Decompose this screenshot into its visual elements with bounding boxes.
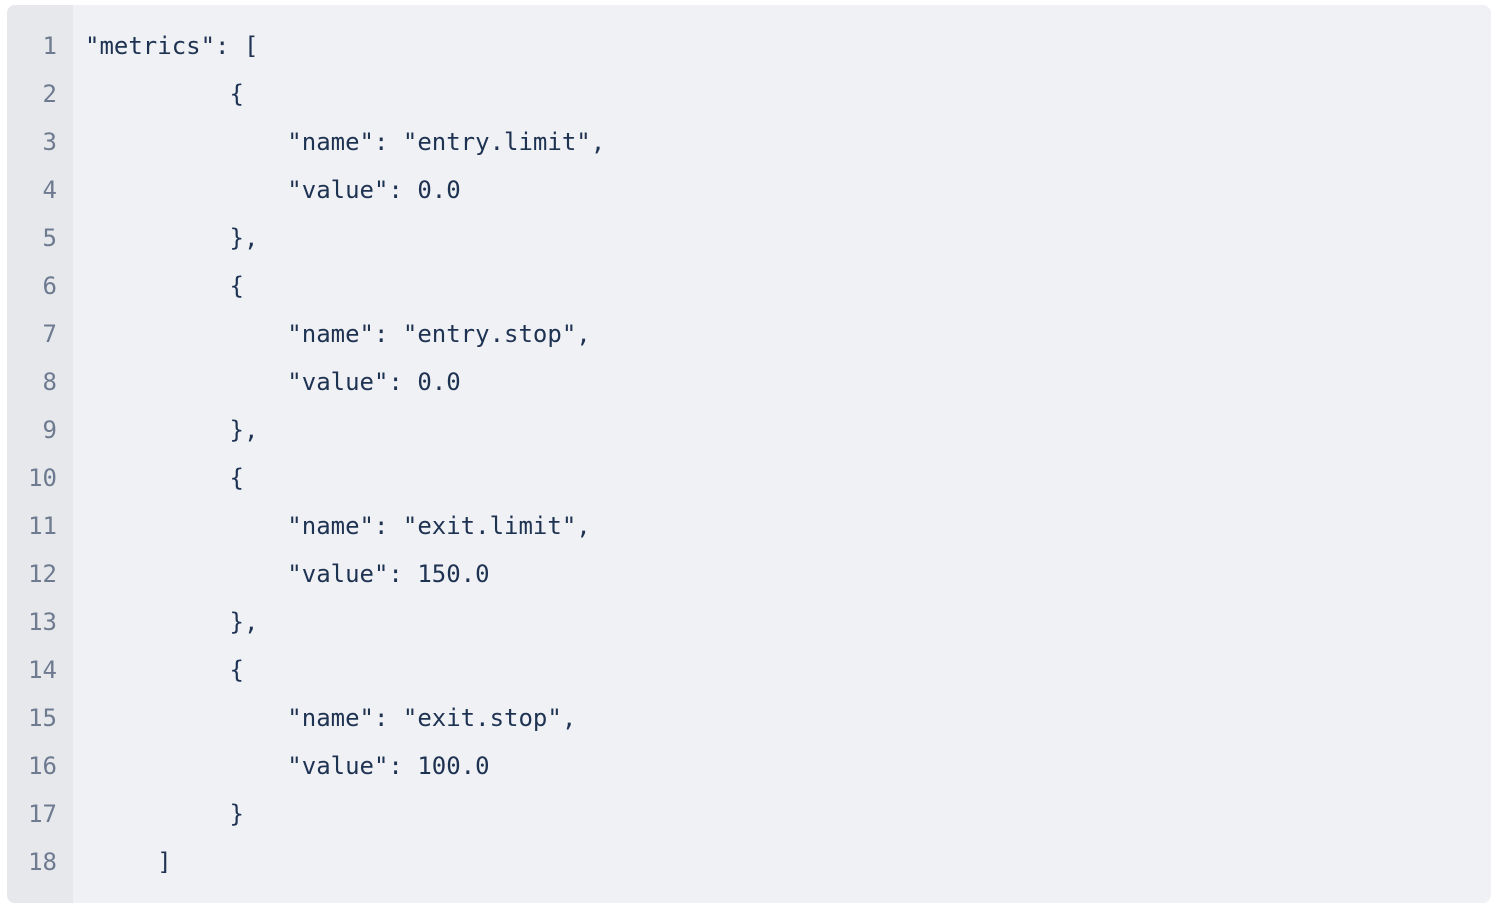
line-number: 14 [28,656,57,684]
line-number: 10 [28,464,57,492]
code-line: "name": "entry.stop", [85,320,591,348]
code-area: "metrics": [ { "name": "entry.limit", "v… [73,5,1491,903]
code-line: "value": 100.0 [85,752,490,780]
line-number: 16 [28,752,57,780]
code-line: "value": 150.0 [85,560,490,588]
code-line: } [85,800,244,828]
line-number: 13 [28,608,57,636]
code-line: "name": "exit.stop", [85,704,577,732]
code-line: { [85,656,244,684]
line-number: 4 [42,176,57,204]
line-number: 7 [42,320,57,348]
code-line: { [85,80,244,108]
code-line: }, [85,224,259,252]
line-number: 18 [28,848,57,876]
code-line: ] [85,848,172,876]
code-line: }, [85,416,259,444]
code-line: "name": "entry.limit", [85,128,606,156]
line-number: 9 [42,416,57,444]
line-number: 8 [42,368,57,396]
code-line: { [85,272,244,300]
code-line: "name": "exit.limit", [85,512,591,540]
code-line: }, [85,608,259,636]
line-number: 1 [42,32,57,60]
code-line: "metrics": [ [85,32,259,60]
line-number: 15 [28,704,57,732]
line-number: 11 [28,512,57,540]
line-number: 12 [28,560,57,588]
line-number: 2 [42,80,57,108]
line-number: 3 [42,128,57,156]
line-number: 5 [42,224,57,252]
code-line: { [85,464,244,492]
code-line: "value": 0.0 [85,368,461,396]
line-number: 17 [28,800,57,828]
line-number: 6 [42,272,57,300]
code-line: "value": 0.0 [85,176,461,204]
